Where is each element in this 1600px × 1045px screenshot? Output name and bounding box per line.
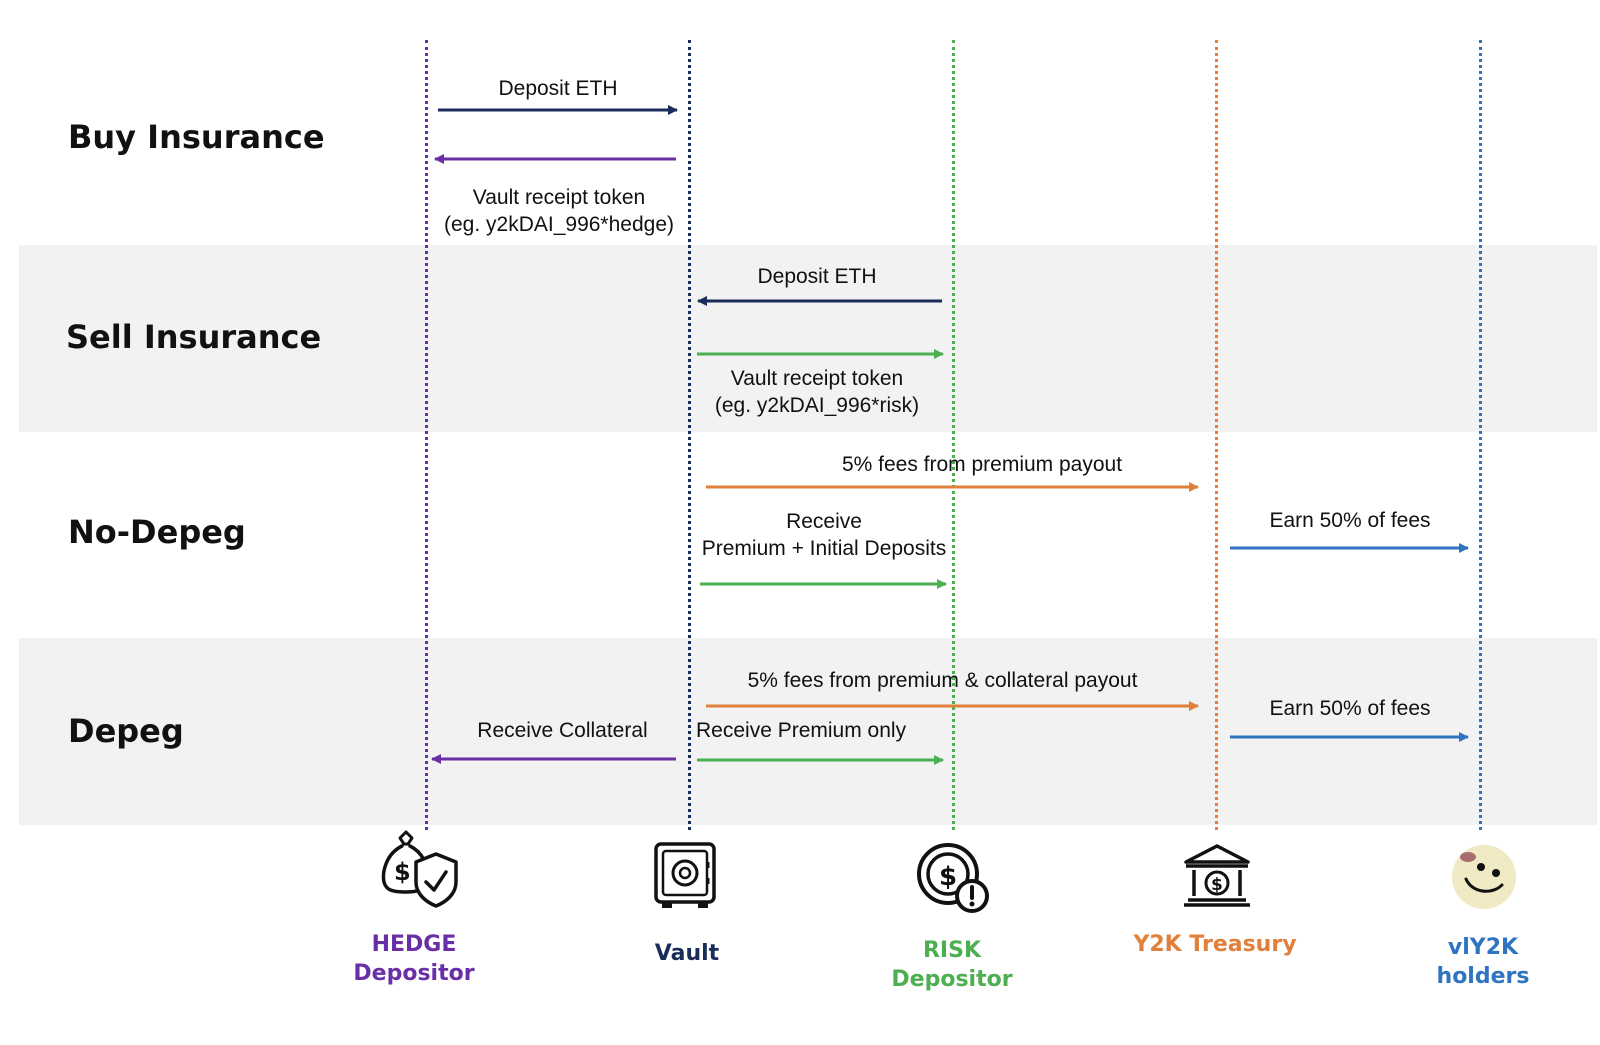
money-bag-shield-icon: $ [381, 830, 458, 908]
label-depeg-premium: Receive Premium only [696, 719, 907, 742]
lifeline-vault [688, 40, 691, 830]
actor-label-hedge-depositor: HEDGE Depositor [353, 932, 475, 986]
label-nodepeg-receive: Receive Premium + Initial Deposits [701, 510, 947, 560]
coin-warning-icon: $ [917, 843, 989, 913]
bank-icon: $ [1184, 844, 1250, 907]
smiley-avatar-icon [1452, 845, 1516, 909]
actor-label-vault: Vault [654, 941, 720, 966]
lifeline-hedge-depositor [425, 40, 428, 830]
label-sell-receipt-token: Vault receipt token (eg. y2kDAI_996*risk… [714, 367, 920, 417]
label-depeg-collateral: Receive Collateral [477, 719, 648, 742]
actor-label-y2k-treasury: Y2K Treasury [1133, 932, 1297, 957]
sell-insurance-band [19, 245, 1597, 432]
label-buy-receipt-token: Vault receipt token (eg. y2kDAI_996*hedg… [444, 186, 674, 236]
svg-text:$: $ [394, 858, 411, 886]
label-nodepeg-earn: Earn 50% of fees [1269, 509, 1431, 532]
lifeline-y2k-treasury [1215, 40, 1218, 830]
lifeline-vly2k-holders [1479, 40, 1482, 830]
depeg-band [19, 638, 1597, 825]
lifeline-risk-depositor [952, 40, 955, 830]
label-sell-deposit-eth: Deposit ETH [757, 265, 877, 288]
svg-text:$: $ [939, 862, 957, 892]
row-title-depeg: Depeg [68, 712, 184, 750]
label-buy-deposit-eth: Deposit ETH [498, 77, 618, 100]
actor-label-vly2k-holders: vlY2K holders [1436, 935, 1530, 989]
svg-text:$: $ [1211, 875, 1223, 895]
row-title-no-depeg: No-Depeg [68, 513, 246, 551]
row-title-sell-insurance: Sell Insurance [66, 318, 322, 356]
actor-label-risk-depositor: RISK Depositor [891, 938, 1013, 992]
label-depeg-fees: 5% fees from premium & collateral payout [747, 669, 1138, 692]
safe-icon [654, 842, 716, 908]
label-depeg-earn: Earn 50% of fees [1269, 697, 1431, 720]
row-title-buy-insurance: Buy Insurance [68, 118, 325, 156]
label-nodepeg-fees: 5% fees from premium payout [841, 453, 1123, 476]
